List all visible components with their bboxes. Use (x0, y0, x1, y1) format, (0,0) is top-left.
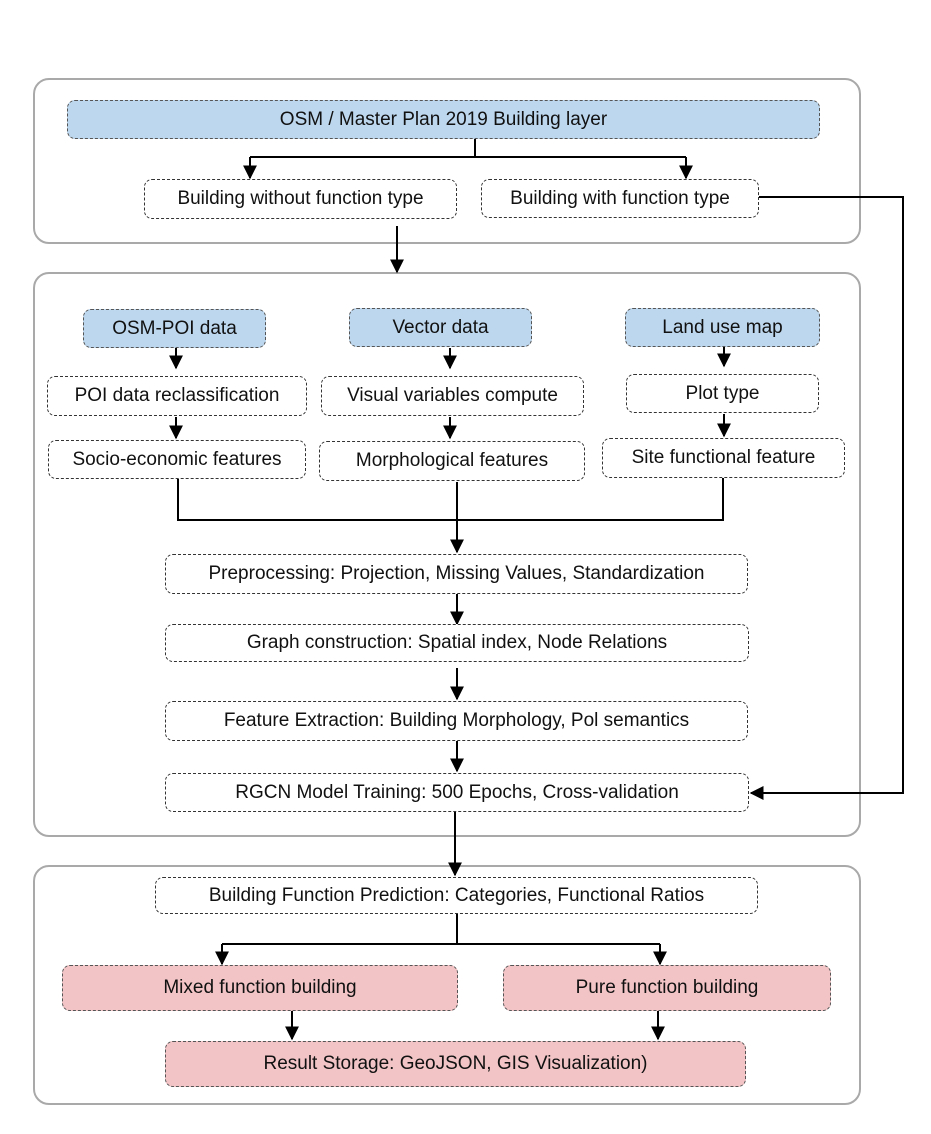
pure-function-building-node: Pure function building (503, 965, 831, 1011)
site-functional-feature-node: Site functional feature (602, 438, 845, 478)
result-storage-node: Result Storage: GeoJSON, GIS Visualizati… (165, 1041, 746, 1087)
graph-construction-node: Graph construction: Spatial index, Node … (165, 624, 749, 662)
building-layer-panel (33, 78, 861, 244)
building-without-type-node: Building without function type (144, 179, 457, 219)
poi-reclassification-node: POI data reclassification (47, 376, 307, 416)
building-function-prediction-node: Building Function Prediction: Categories… (155, 877, 758, 914)
visual-variables-node: Visual variables compute (321, 376, 584, 416)
prediction-output-panel (33, 865, 861, 1105)
land-use-map-node: Land use map (625, 308, 820, 347)
vector-data-node: Vector data (349, 308, 532, 347)
mixed-function-building-node: Mixed function building (62, 965, 458, 1011)
feature-extraction-node: Feature Extraction: Building Morphology,… (165, 701, 748, 741)
osm-master-plan-node: OSM / Master Plan 2019 Building layer (67, 100, 820, 139)
plot-type-node: Plot type (626, 374, 819, 413)
morphological-features-node: Morphological features (319, 441, 585, 481)
rgcn-training-node: RGCN Model Training: 500 Epochs, Cross-v… (165, 773, 749, 812)
building-with-type-node: Building with function type (481, 179, 759, 218)
socio-economic-features-node: Socio-economic features (48, 440, 306, 479)
osm-poi-data-node: OSM-POI data (83, 309, 266, 348)
preprocessing-node: Preprocessing: Projection, Missing Value… (165, 554, 748, 594)
